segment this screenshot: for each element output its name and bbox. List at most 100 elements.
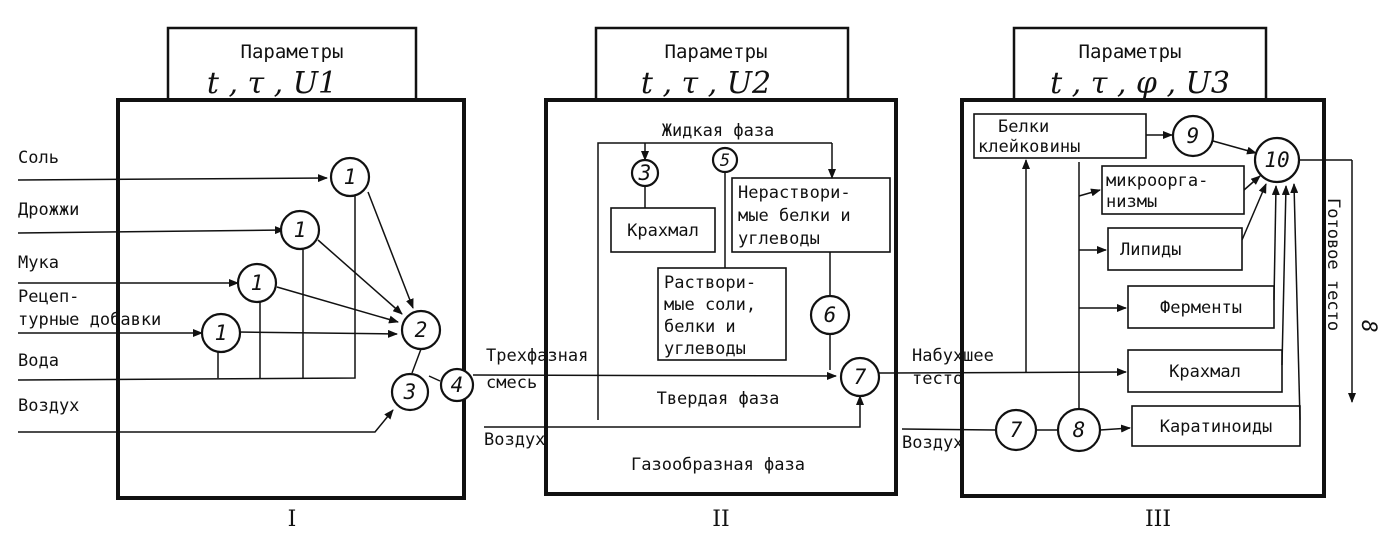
arrow-1d-2 — [237, 329, 398, 338]
stage2-roman: II — [712, 507, 729, 532]
micro-label-2: низмы — [1106, 192, 1157, 212]
stage2-params-formula: t , τ , U2 — [641, 66, 771, 101]
starch-label: Крахмал — [627, 221, 699, 241]
carotenoids-box — [1131, 405, 1301, 447]
stage2-box — [544, 98, 898, 496]
micro-label-1: микроорга- — [1106, 171, 1208, 191]
node-1-salt-label: 1 — [344, 165, 357, 189]
input-yeast: Дрожжи — [18, 200, 79, 220]
arrow-1a-2 — [367, 191, 414, 309]
insoluble-label-2: мые белки и — [738, 206, 851, 226]
stage3-roman: III — [1145, 507, 1171, 532]
node-7-iii — [994, 408, 1038, 452]
flow-swollen — [878, 368, 1127, 377]
flow-air-iii — [901, 428, 996, 431]
gluten-label-2: клейковины — [978, 137, 1080, 157]
insoluble-box — [731, 177, 891, 253]
node-2 — [400, 309, 442, 351]
liquid-phase-line — [597, 142, 832, 300]
input-additives-1: Рецеп- — [18, 287, 79, 307]
soluble-box — [657, 267, 787, 361]
node-7-iii-label: 7 — [1010, 418, 1023, 442]
lipids-label: Липиды — [1120, 240, 1181, 260]
flow-water — [17, 180, 356, 381]
node-5 — [711, 146, 739, 174]
lipids-to-10 — [1241, 183, 1267, 241]
arrow-3-4 — [428, 375, 441, 382]
three-phase-label-1: Трехфазная — [486, 346, 588, 366]
node-7-label: 7 — [854, 365, 867, 389]
stage1-roman: I — [288, 507, 297, 532]
soluble-label-3: белки и — [664, 317, 736, 337]
node-3-label: 3 — [403, 380, 417, 404]
node-6-label: 6 — [824, 303, 837, 327]
gluten-box — [973, 113, 1147, 159]
stage3-params-formula: t , τ , φ , U3 — [1050, 66, 1230, 101]
arrow-2-3 — [411, 348, 422, 374]
enzymes-to-10 — [1271, 185, 1280, 301]
input-water: Вода — [18, 351, 59, 371]
node-4 — [439, 367, 475, 403]
input-flour: Мука — [18, 253, 59, 273]
node-1-flour-label: 1 — [251, 271, 264, 295]
node-7 — [839, 356, 881, 398]
soluble-label-4: углеводы — [664, 339, 746, 359]
solid-phase-label: Твердая фаза — [657, 389, 780, 409]
finished-label: Готовое тесто — [1323, 198, 1343, 331]
swollen-label-1: Набухшее — [912, 346, 994, 366]
arrow-to-micro — [1078, 188, 1101, 197]
stage3-params-title: Параметры — [1079, 41, 1182, 63]
starch-iii-label: Крахмал — [1169, 362, 1241, 382]
stage1-params-formula: t , τ , U1 — [207, 66, 337, 101]
air-iii-label: Воздух — [902, 433, 963, 453]
node-1-additives-label: 1 — [215, 321, 228, 345]
arrow-1b-2 — [317, 239, 403, 315]
gas-phase-label: Газообразная фаза — [631, 455, 805, 475]
node-10-label: 10 — [1264, 148, 1289, 172]
input-additives-2: турные добавки — [18, 310, 161, 330]
input-salt: Соль — [18, 148, 59, 168]
flow-air-ii — [484, 395, 864, 428]
three-phase-label-2: смесь — [486, 373, 537, 393]
lipids-box — [1107, 227, 1243, 271]
stage1-box — [116, 98, 466, 500]
node-5-label: 5 — [720, 151, 730, 171]
soluble-label-2: мые соли, — [664, 295, 756, 315]
node-3 — [390, 372, 430, 412]
node-1-yeast-label: 1 — [294, 218, 307, 242]
node-1-additives — [200, 312, 242, 354]
starch-box — [610, 207, 716, 253]
enzymes-label: Ферменты — [1160, 298, 1242, 318]
carotenoids-to-10 — [1290, 183, 1301, 421]
liquid-phase-label: Жидкая фаза — [662, 121, 775, 141]
air-ii-label: Воздух — [484, 430, 545, 450]
stage1-params-title: Параметры — [241, 41, 344, 63]
node-9-label: 9 — [1187, 124, 1200, 148]
carotenoids-label: Каратиноиды — [1160, 417, 1273, 437]
enzymes-box — [1127, 285, 1275, 329]
flow-yeast — [17, 226, 285, 235]
input-air: Воздух — [18, 396, 79, 416]
node-1-yeast — [279, 209, 321, 251]
node9-to-10 — [1212, 140, 1257, 155]
stage2-params-title: Параметры — [665, 41, 768, 63]
soluble-label-1: Раствори- — [664, 273, 756, 293]
arrow-1c-2 — [276, 286, 399, 324]
node-8-label: 8 — [1073, 418, 1086, 442]
micro-to-10 — [1243, 175, 1261, 191]
swollen-label-2: тесто — [912, 369, 963, 389]
flow-air — [18, 409, 394, 433]
node-3-ii-label: 3 — [638, 161, 652, 185]
flow-salt — [17, 174, 328, 183]
node8-to-carotenoids — [1099, 424, 1131, 433]
node-2-label: 2 — [415, 318, 428, 342]
node-3-ii — [630, 158, 660, 188]
insoluble-label-3: углеводы — [738, 229, 820, 249]
flow-three-phase — [472, 371, 837, 380]
finished-node-label: 8 — [1357, 320, 1381, 333]
node-1-salt — [329, 156, 371, 198]
node-1-flour — [236, 262, 278, 304]
node-4-label: 4 — [451, 373, 464, 397]
insoluble-label-1: Нераствори- — [738, 183, 851, 203]
stage3-box — [960, 98, 1326, 498]
